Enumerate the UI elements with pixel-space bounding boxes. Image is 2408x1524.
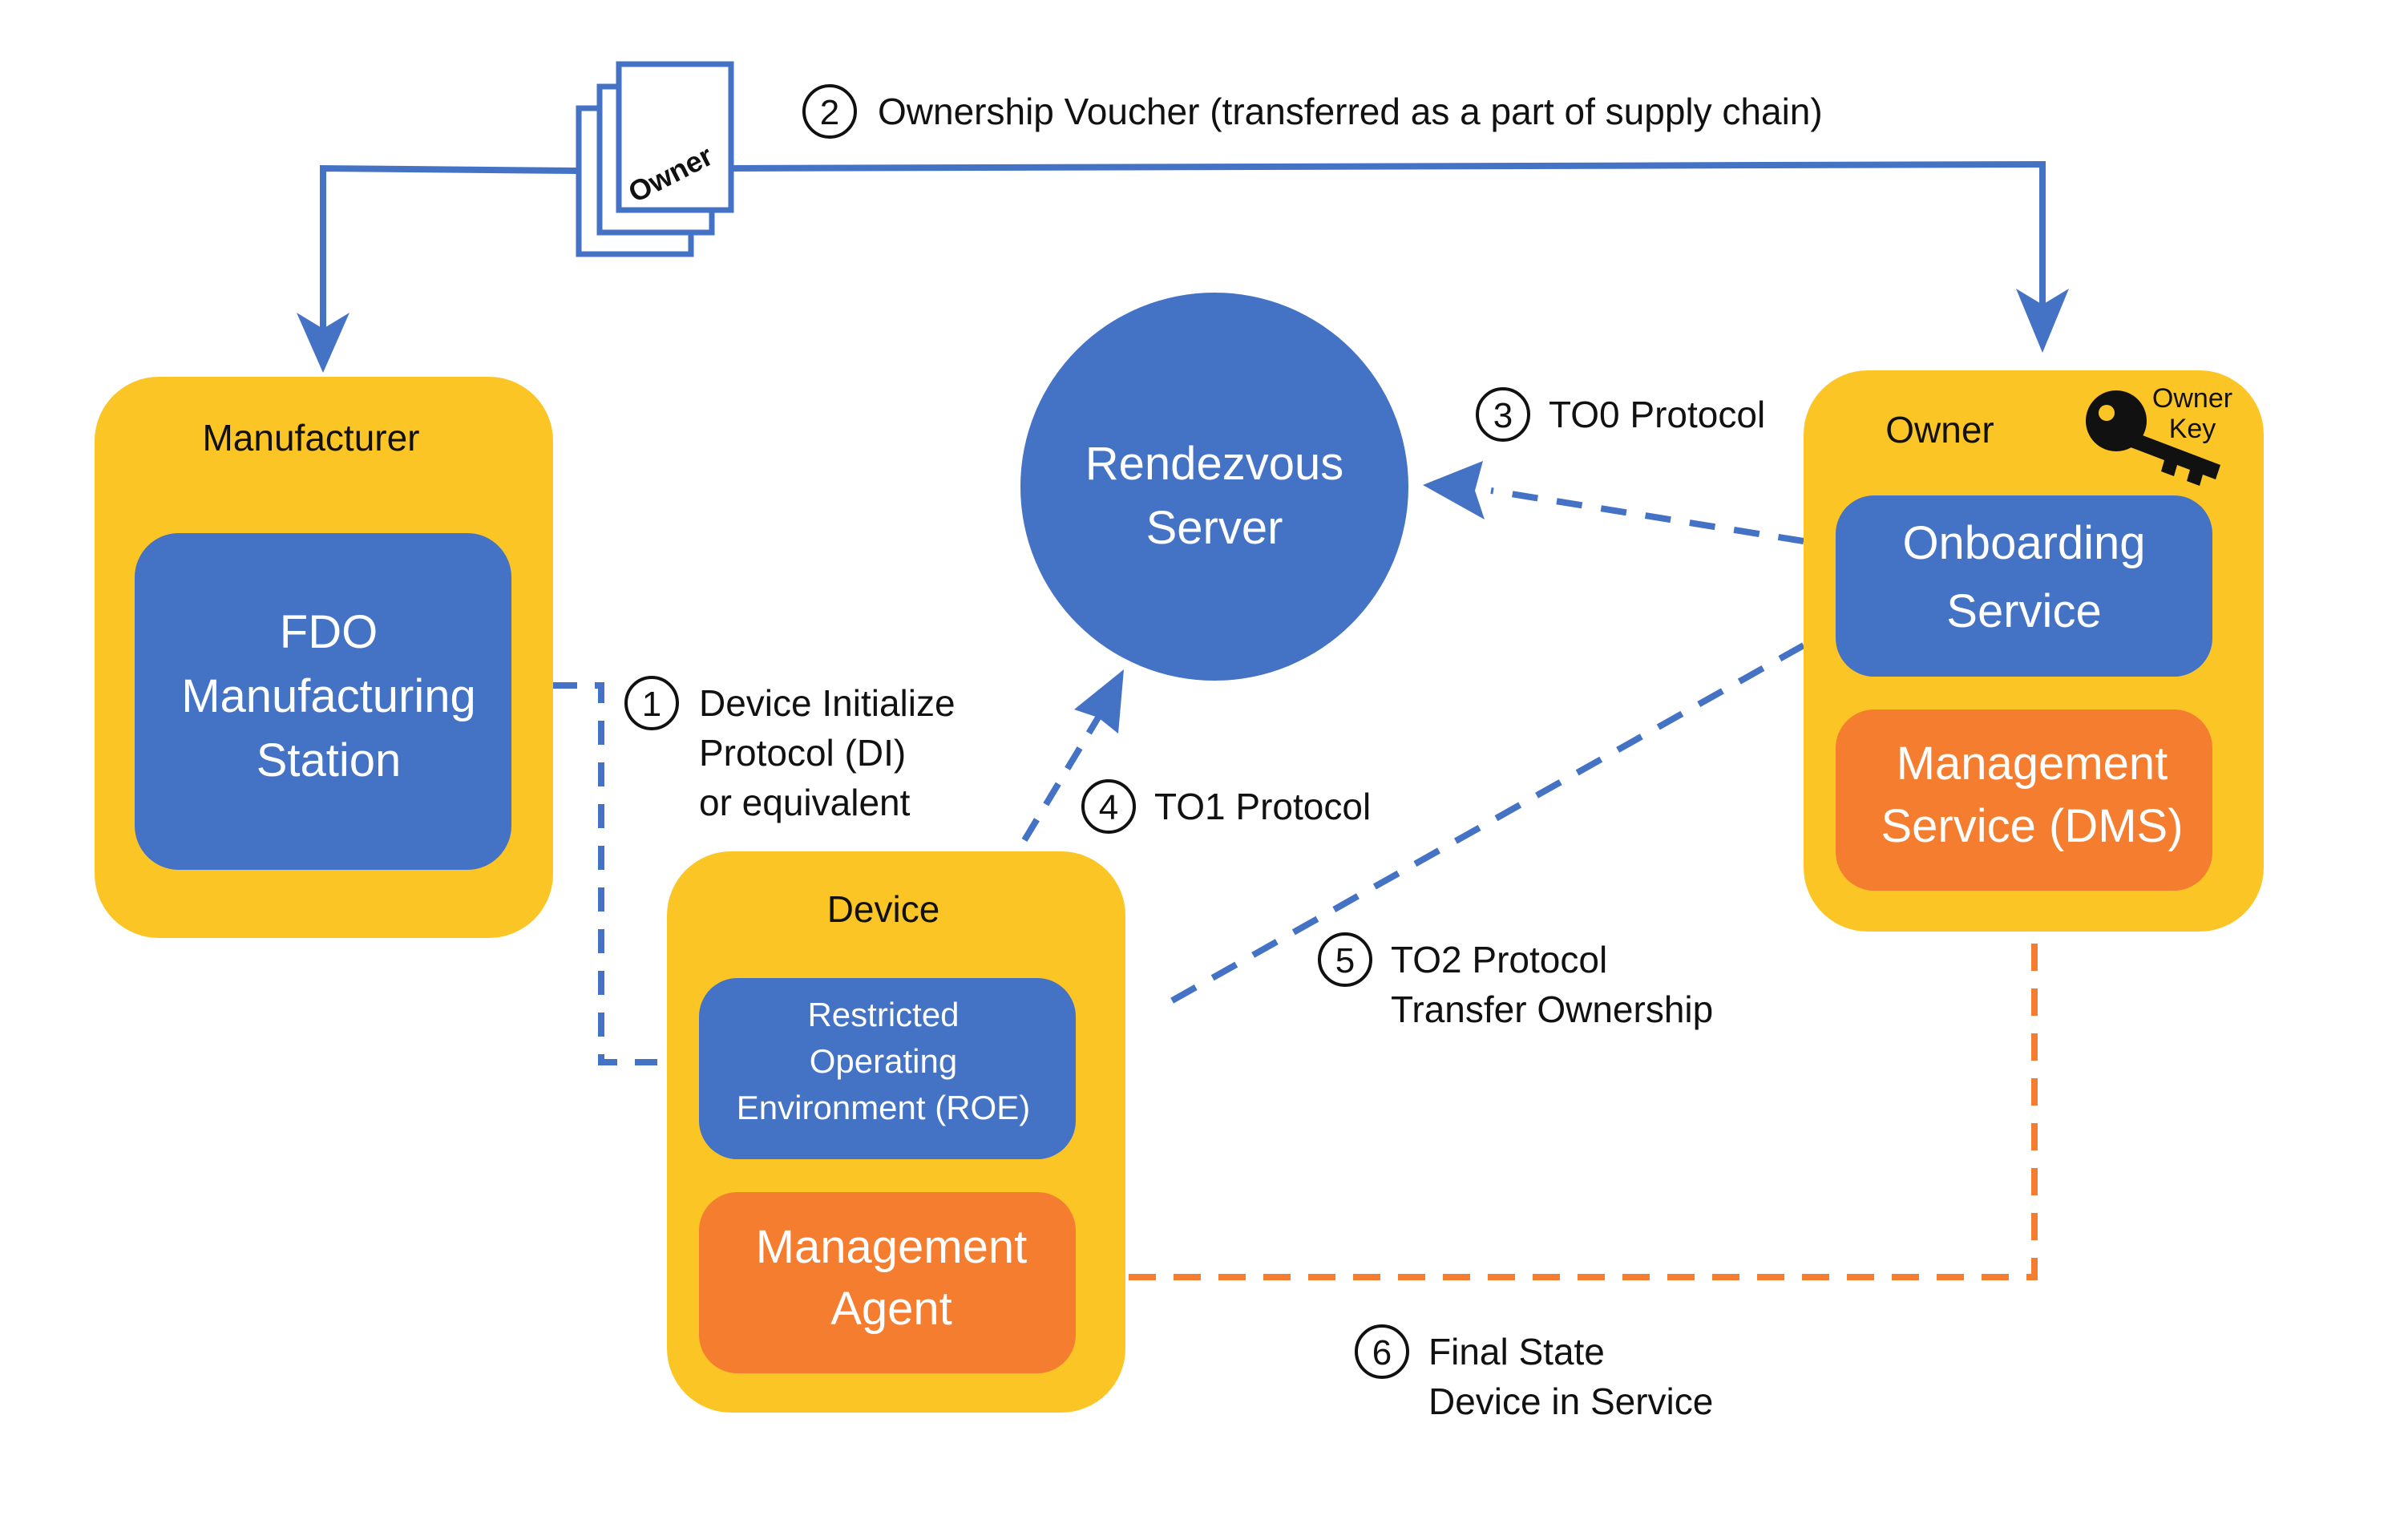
to0-arrowhead [1423,461,1485,519]
agent-line-2: Agent [830,1283,952,1335]
step-6-line-1: Final State [1428,1331,1605,1372]
onboarding-line-2: Service [1946,585,2101,637]
owner-box: Owner Owner Key Onboarding Service Manag… [1804,370,2264,932]
roe-line-1: Restricted [807,996,959,1033]
roe-line-2: Operating [810,1042,957,1080]
station-line-2: Manufacturing [181,670,476,722]
fdo-manufacturing-station [135,533,511,870]
to2-connector [1161,642,1805,1009]
step-6-number: 6 [1372,1333,1392,1372]
owner-key-icon [2086,390,2220,486]
step-3-line-1: TO0 Protocol [1549,394,1765,435]
station-line-1: FDO [280,606,378,658]
voucher-flow-line [320,164,578,345]
voucher-arrowhead-manufacturer [297,313,349,373]
device-title: Device [827,888,940,930]
step-5-line-2: Transfer Ownership [1391,988,1713,1030]
owner-key-label-line-2: Key [2169,414,2216,444]
device-box: Device Restricted Operating Environment … [667,851,1125,1413]
step-3-label: 3 TO0 Protocol [1476,387,1765,442]
management-service-line-2: Service (DMS) [1881,800,2183,852]
owner-title: Owner [1885,409,1994,451]
restricted-operating-environment [699,978,1076,1159]
step-2-number: 2 [820,93,839,132]
manufacturer-title: Manufacturer [202,417,419,459]
management-service-line-1: Management [1897,738,2168,790]
onboarding-line-1: Onboarding [1902,517,2145,569]
step-5-line-1: TO2 Protocol [1391,939,1607,980]
step-1-label: 1 Device Initialize Protocol (DI) or equ… [624,676,956,823]
rendezvous-line-2: Server [1146,502,1283,554]
step-2-label: 2 Ownership Voucher (transferred as a pa… [802,84,1823,139]
ownership-voucher-icon: Owner [576,61,734,257]
step-4-label: 4 TO1 Protocol [1081,779,1371,834]
step-1-line-1: Device Initialize [699,682,956,724]
final-state-connector [1129,926,2038,1280]
step-4-number: 4 [1099,788,1118,827]
agent-line-1: Management [756,1221,1028,1273]
step-3-number: 3 [1493,396,1513,435]
step-6-line-2: Device in Service [1428,1380,1713,1422]
step-4-line-1: TO1 Protocol [1154,786,1371,827]
management-agent [699,1192,1076,1373]
step-5-label: 5 TO2 Protocol Transfer Ownership [1318,932,1713,1030]
to1-connector [1021,715,1101,843]
di-connector [553,682,657,1065]
onboarding-service [1836,495,2212,677]
manufacturer-box: Manufacturer FDO Manufacturing Station [95,377,553,938]
rendezvous-server: Rendezvous Server [1020,293,1408,681]
to1-arrowhead [1074,669,1124,734]
step-1-line-3: or equivalent [699,782,911,823]
owner-key-label-line-1: Owner [2152,383,2232,414]
management-service-dms [1836,709,2212,891]
step-1-line-2: Protocol (DI) [699,732,906,774]
voucher-flow-line-right [725,160,2046,321]
step-1-number: 1 [642,685,661,724]
voucher-arrowhead-owner [2016,289,2069,353]
step-6-label: 6 Final State Device in Service [1355,1324,1713,1422]
step-5-number: 5 [1335,941,1355,980]
step-2-line-1: Ownership Voucher (transferred as a part… [878,91,1823,132]
to0-connector [1490,487,1804,544]
roe-line-3: Environment (ROE) [737,1089,1030,1126]
station-line-3: Station [257,734,402,786]
rendezvous-line-1: Rendezvous [1085,438,1343,490]
